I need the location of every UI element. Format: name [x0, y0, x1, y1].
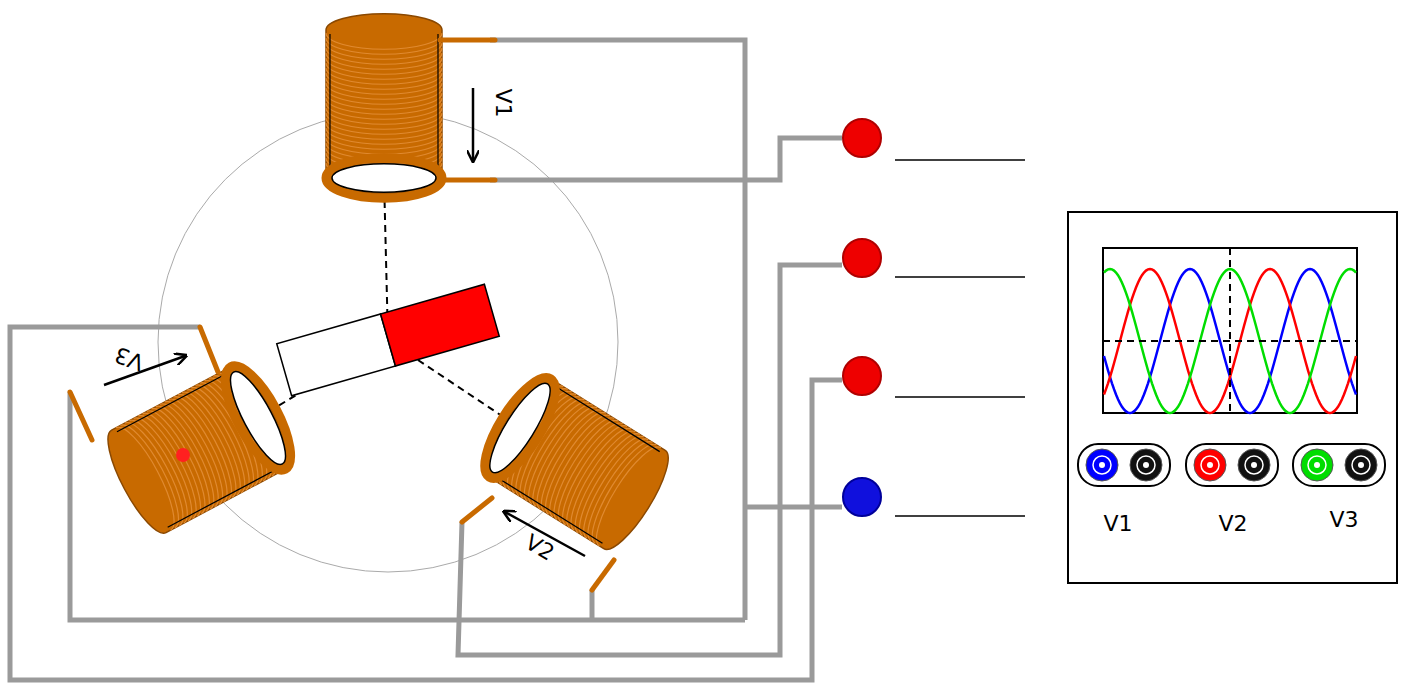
coil — [97, 357, 303, 540]
coil-voltage-label: V1 — [492, 88, 514, 117]
terminals — [843, 119, 1025, 516]
coil-voltage-label: V2 — [522, 531, 558, 565]
coil — [472, 368, 679, 557]
terminal — [843, 357, 881, 395]
input-jack-pair — [1186, 444, 1278, 486]
channel-label: V2 — [1218, 513, 1247, 535]
magnet — [277, 284, 500, 395]
oscilloscope — [1068, 212, 1397, 583]
screen — [1103, 248, 1357, 413]
coil-leads — [70, 40, 614, 590]
voltage-arrows — [104, 88, 585, 556]
input-jack-pair — [1293, 444, 1385, 486]
axis-lines — [258, 178, 520, 428]
marker-dot — [176, 448, 190, 462]
phase-wire — [458, 265, 842, 655]
phase-wire — [10, 327, 842, 680]
neutral-wire — [590, 590, 595, 620]
neutral-wire — [745, 505, 842, 510]
channel-label: V1 — [1103, 513, 1132, 535]
terminal — [843, 119, 881, 157]
channel-label: V3 — [1329, 509, 1358, 531]
phase-wire — [490, 138, 842, 180]
terminal — [843, 478, 881, 516]
input-jack-pair — [1078, 444, 1170, 486]
coil — [326, 14, 442, 198]
coil-voltage-label: V3 — [113, 343, 148, 374]
terminal — [843, 239, 881, 277]
